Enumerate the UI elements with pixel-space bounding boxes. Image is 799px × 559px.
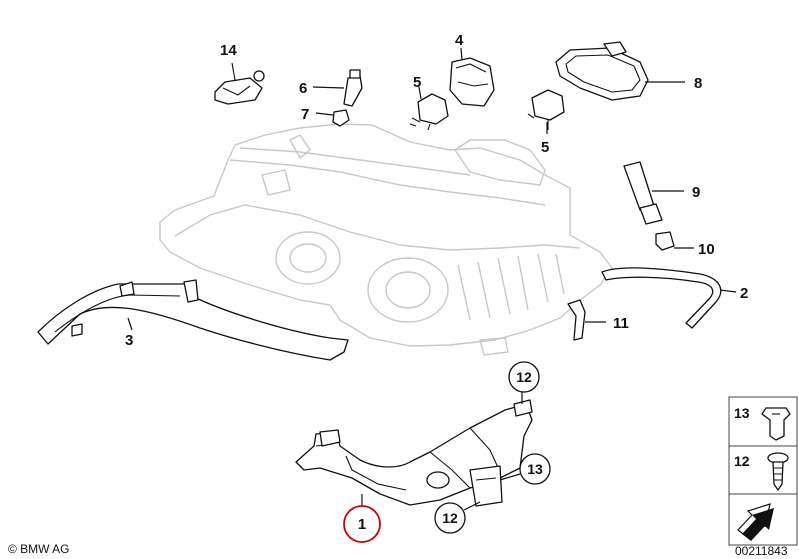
- svg-text:1: 1: [358, 516, 366, 533]
- callout-13[interactable]: 13: [519, 453, 551, 485]
- callout-6[interactable]: 6: [299, 80, 307, 97]
- leader-13a: [499, 473, 521, 481]
- part-6-bulb[interactable]: [312, 69, 363, 107]
- part-1-support-bracket[interactable]: [295, 399, 533, 507]
- leader-12b: [463, 501, 481, 511]
- part-5-bulb-left[interactable]: [409, 86, 449, 131]
- svg-text:12: 12: [442, 510, 458, 526]
- callout-4[interactable]: 4: [455, 32, 464, 49]
- callout-9[interactable]: 9: [692, 184, 700, 201]
- part-4-cap[interactable]: [449, 47, 495, 107]
- part-11-clip[interactable]: [567, 299, 606, 341]
- screw-icon: [767, 452, 789, 491]
- part-7-small-bulb[interactable]: [315, 109, 350, 127]
- part-8-cover[interactable]: [555, 41, 685, 101]
- diagram-number: 00211843: [735, 544, 788, 558]
- part-5-bulb-right[interactable]: [527, 89, 565, 134]
- fastener-legend: 13 12: [728, 396, 798, 546]
- part-3-trim-strip[interactable]: [37, 279, 349, 361]
- callout-10[interactable]: 10: [698, 241, 715, 258]
- callout-8[interactable]: 8: [694, 75, 702, 92]
- svg-text:13: 13: [527, 461, 543, 477]
- callout-14[interactable]: 14: [220, 42, 237, 59]
- clip-nut-icon: [761, 407, 791, 441]
- legend-label-13: 13: [734, 405, 750, 421]
- callout-12-top[interactable]: 12: [508, 361, 540, 393]
- callout-3[interactable]: 3: [125, 332, 133, 349]
- legend-label-12: 12: [734, 453, 750, 469]
- callout-12-bottom[interactable]: 12: [434, 502, 466, 534]
- callout-11[interactable]: 11: [613, 315, 629, 332]
- callout-7[interactable]: 7: [301, 106, 309, 123]
- headlight-housing-ghost: [159, 123, 613, 356]
- callout-2[interactable]: 2: [740, 285, 748, 302]
- part-10-bulb[interactable]: [655, 231, 694, 251]
- part-9-xenon-bulb[interactable]: [623, 161, 684, 225]
- part-14-clip[interactable]: [214, 62, 265, 105]
- part-2-gasket[interactable]: [601, 267, 737, 329]
- copyright-text: © BMW AG: [8, 542, 70, 556]
- svg-text:12: 12: [516, 369, 532, 385]
- callout-1-highlighted[interactable]: 1: [343, 505, 381, 543]
- arrow-icon: [737, 503, 774, 541]
- callout-5-right[interactable]: 5: [541, 139, 549, 156]
- callout-5-left[interactable]: 5: [413, 74, 421, 91]
